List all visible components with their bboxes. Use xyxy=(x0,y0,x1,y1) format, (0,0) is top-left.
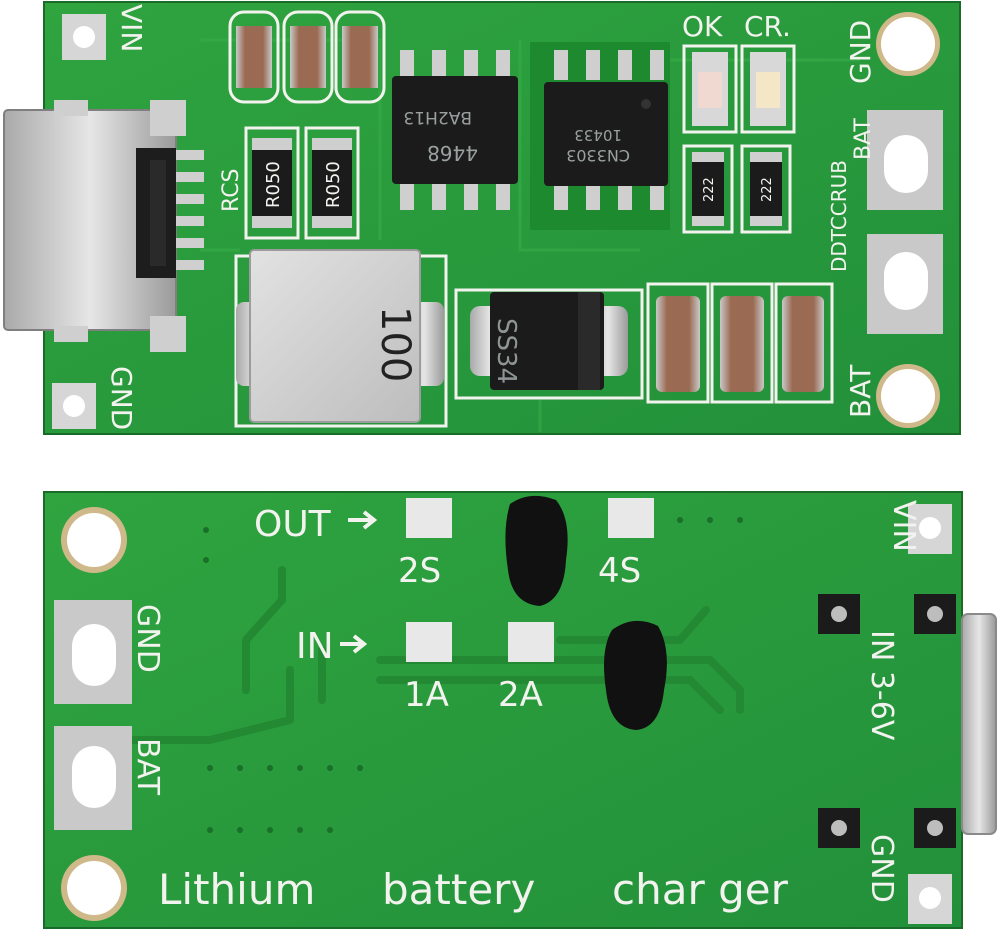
label-gnd-top-left: GND xyxy=(105,366,138,430)
chip-2-line2: 10433 xyxy=(574,126,622,144)
diode-marking: SS34 xyxy=(491,318,521,384)
usb-c-connector-edge xyxy=(961,613,997,835)
label-bat-top: BAT xyxy=(851,118,876,160)
label-ok: OK xyxy=(682,10,723,43)
label-4s: 4S xyxy=(598,551,641,591)
label-2a: 2A xyxy=(498,675,543,715)
label-out: OUT xyxy=(254,504,332,545)
inductor: 100 xyxy=(234,249,448,428)
connector-mount-pads xyxy=(818,594,956,848)
current-sense-resistors: R050 R050 xyxy=(244,126,360,240)
label-gnd-bottom-left: GND xyxy=(130,604,165,673)
top-board: R050 R050 BA2H13 4468 xyxy=(3,1,961,435)
label-vin-top: VIN xyxy=(115,4,148,52)
small-resistors: 222 222 xyxy=(682,144,792,234)
status-leds xyxy=(682,44,796,134)
solder-blob-lower xyxy=(604,620,667,730)
label-1a: 1A xyxy=(404,675,449,715)
inductor-marking: 100 xyxy=(372,306,418,382)
resistor-2-marking: R050 xyxy=(323,161,344,208)
output-capacitors xyxy=(646,282,834,404)
solder-blob-upper xyxy=(505,495,568,606)
jumper-2s-pad xyxy=(406,498,452,538)
label-rcs: RCS xyxy=(219,168,244,212)
label-vin-bottom-right: VIN xyxy=(886,500,921,552)
out-arrow-icon xyxy=(348,510,378,530)
title-word-charger: char ger xyxy=(612,865,789,914)
jumper-1a-pad xyxy=(406,622,452,662)
label-cr: CR. xyxy=(744,10,791,43)
label-in: IN xyxy=(296,626,334,667)
chip-1-line2: 4468 xyxy=(427,141,478,165)
label-gnd-top-right: GND xyxy=(844,20,877,84)
label-ddtc: DDTCCRUB xyxy=(827,160,851,272)
chip-1: BA2H13 4468 xyxy=(392,50,518,210)
title-word-lithium: Lithium xyxy=(158,865,315,914)
label-input-range: IN 3-6V xyxy=(864,630,899,741)
jumper-4s-pad xyxy=(608,498,654,538)
label-bat-bottom-left: BAT xyxy=(130,738,165,796)
bottom-board: OUT IN 2S 4S 1A 2A GND BAT VIN GND IN 3-… xyxy=(43,491,997,929)
in-arrow-icon xyxy=(340,634,368,654)
title-word-battery: battery xyxy=(382,865,535,914)
chip-2-line1: CN3303 xyxy=(566,146,630,165)
label-2s: 2S xyxy=(398,551,441,591)
chip-1-line1: BA2H13 xyxy=(403,107,472,127)
resistor-1-marking: R050 xyxy=(263,161,284,208)
small-resistor-1-marking: 222 xyxy=(702,177,717,202)
jumper-2a-pad xyxy=(508,622,554,662)
label-gnd-bottom-right: GND xyxy=(864,834,899,903)
label-bat-bottom: BAT xyxy=(844,364,877,418)
diode: SS34 xyxy=(454,288,644,400)
top-capacitor-row xyxy=(228,10,386,104)
small-resistor-2-marking: 222 xyxy=(760,177,775,202)
chip-2: CN3303 10433 xyxy=(530,42,670,230)
